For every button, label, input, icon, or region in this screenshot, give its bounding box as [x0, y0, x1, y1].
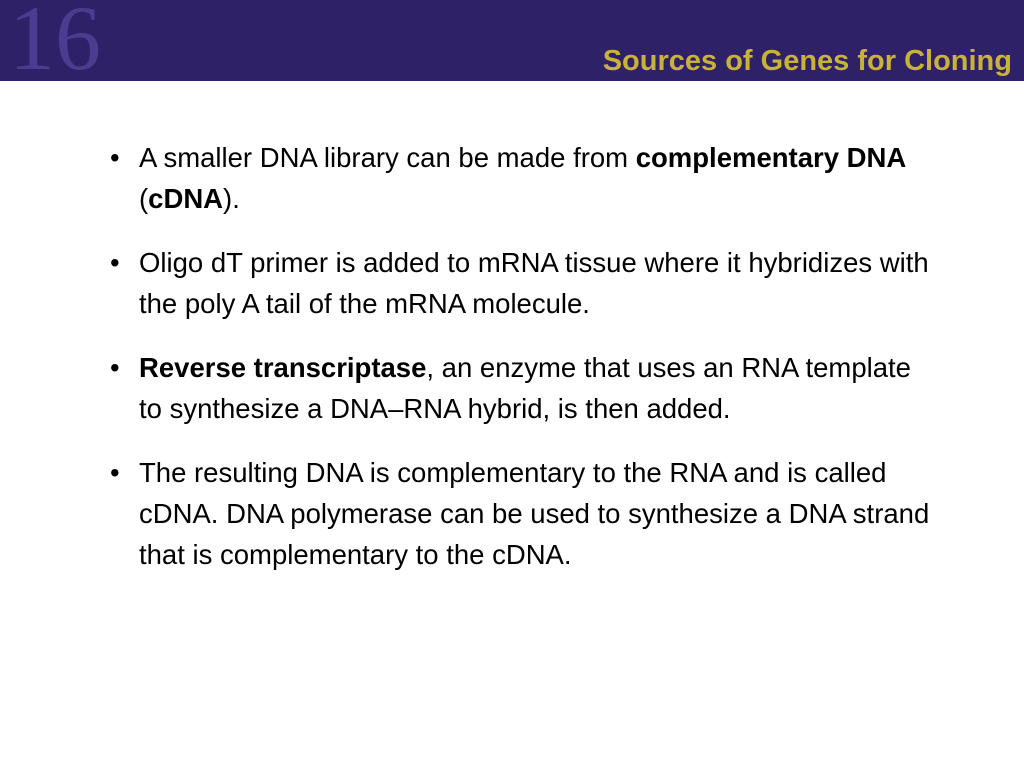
bullet-text: A smaller DNA library can be made from	[139, 142, 636, 173]
bullet-text: ).	[223, 183, 240, 214]
bullet-dot: •	[110, 457, 120, 488]
bold-term-reverse-transcriptase: Reverse transcriptase	[139, 352, 427, 383]
chapter-number: 16	[9, 0, 101, 89]
slide-title: Sources of Genes for Cloning	[602, 45, 1012, 77]
bullet-dot: •	[110, 352, 120, 383]
bullet-item-cdna-library: • A smaller DNA library can be made from…	[110, 137, 930, 219]
bold-term-cdna: cDNA	[148, 183, 224, 214]
bullet-text: The resulting DNA is complementary to th…	[139, 457, 930, 570]
bullet-dot: •	[110, 142, 120, 173]
bullet-text: (	[139, 183, 149, 214]
bullet-item-resulting-dna: • The resulting DNA is complementary to …	[110, 452, 930, 575]
bullet-list: • A smaller DNA library can be made from…	[110, 137, 930, 598]
header-bar: 16 Sources of Genes for Cloning	[0, 0, 1024, 89]
bullet-item-oligo-dt: • Oligo dT primer is added to mRNA tissu…	[110, 242, 930, 324]
bullet-dot: •	[110, 247, 120, 278]
bullet-text: Oligo dT primer is added to mRNA tissue …	[139, 247, 929, 319]
bold-term-complementary-dna: complementary DNA	[635, 142, 907, 173]
bullet-text: , an enzyme that uses an RNA template to…	[139, 352, 911, 424]
bullet-item-reverse-transcriptase: • Reverse transcriptase, an enzyme that …	[110, 347, 930, 429]
